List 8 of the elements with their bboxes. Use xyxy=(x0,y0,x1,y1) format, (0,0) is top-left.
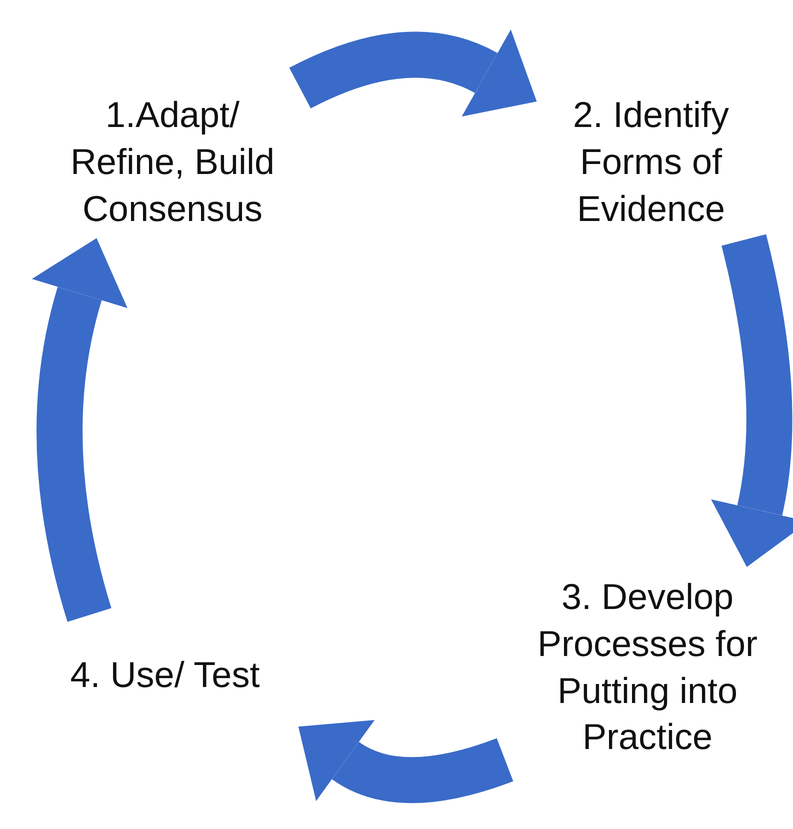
curved-arrow xyxy=(31,238,128,622)
step-label: 3. Develop Processes for Putting into Practice xyxy=(536,574,759,760)
curved-arrow xyxy=(290,28,538,118)
step-label: 1.Adapt/ Refine, Build Consensus xyxy=(69,93,276,231)
step-label: 4. Use/ Test xyxy=(70,652,260,697)
curved-arrow xyxy=(710,234,793,568)
step-label: 2. Identify Forms of Evidence xyxy=(572,93,730,231)
curved-arrow xyxy=(296,718,513,804)
